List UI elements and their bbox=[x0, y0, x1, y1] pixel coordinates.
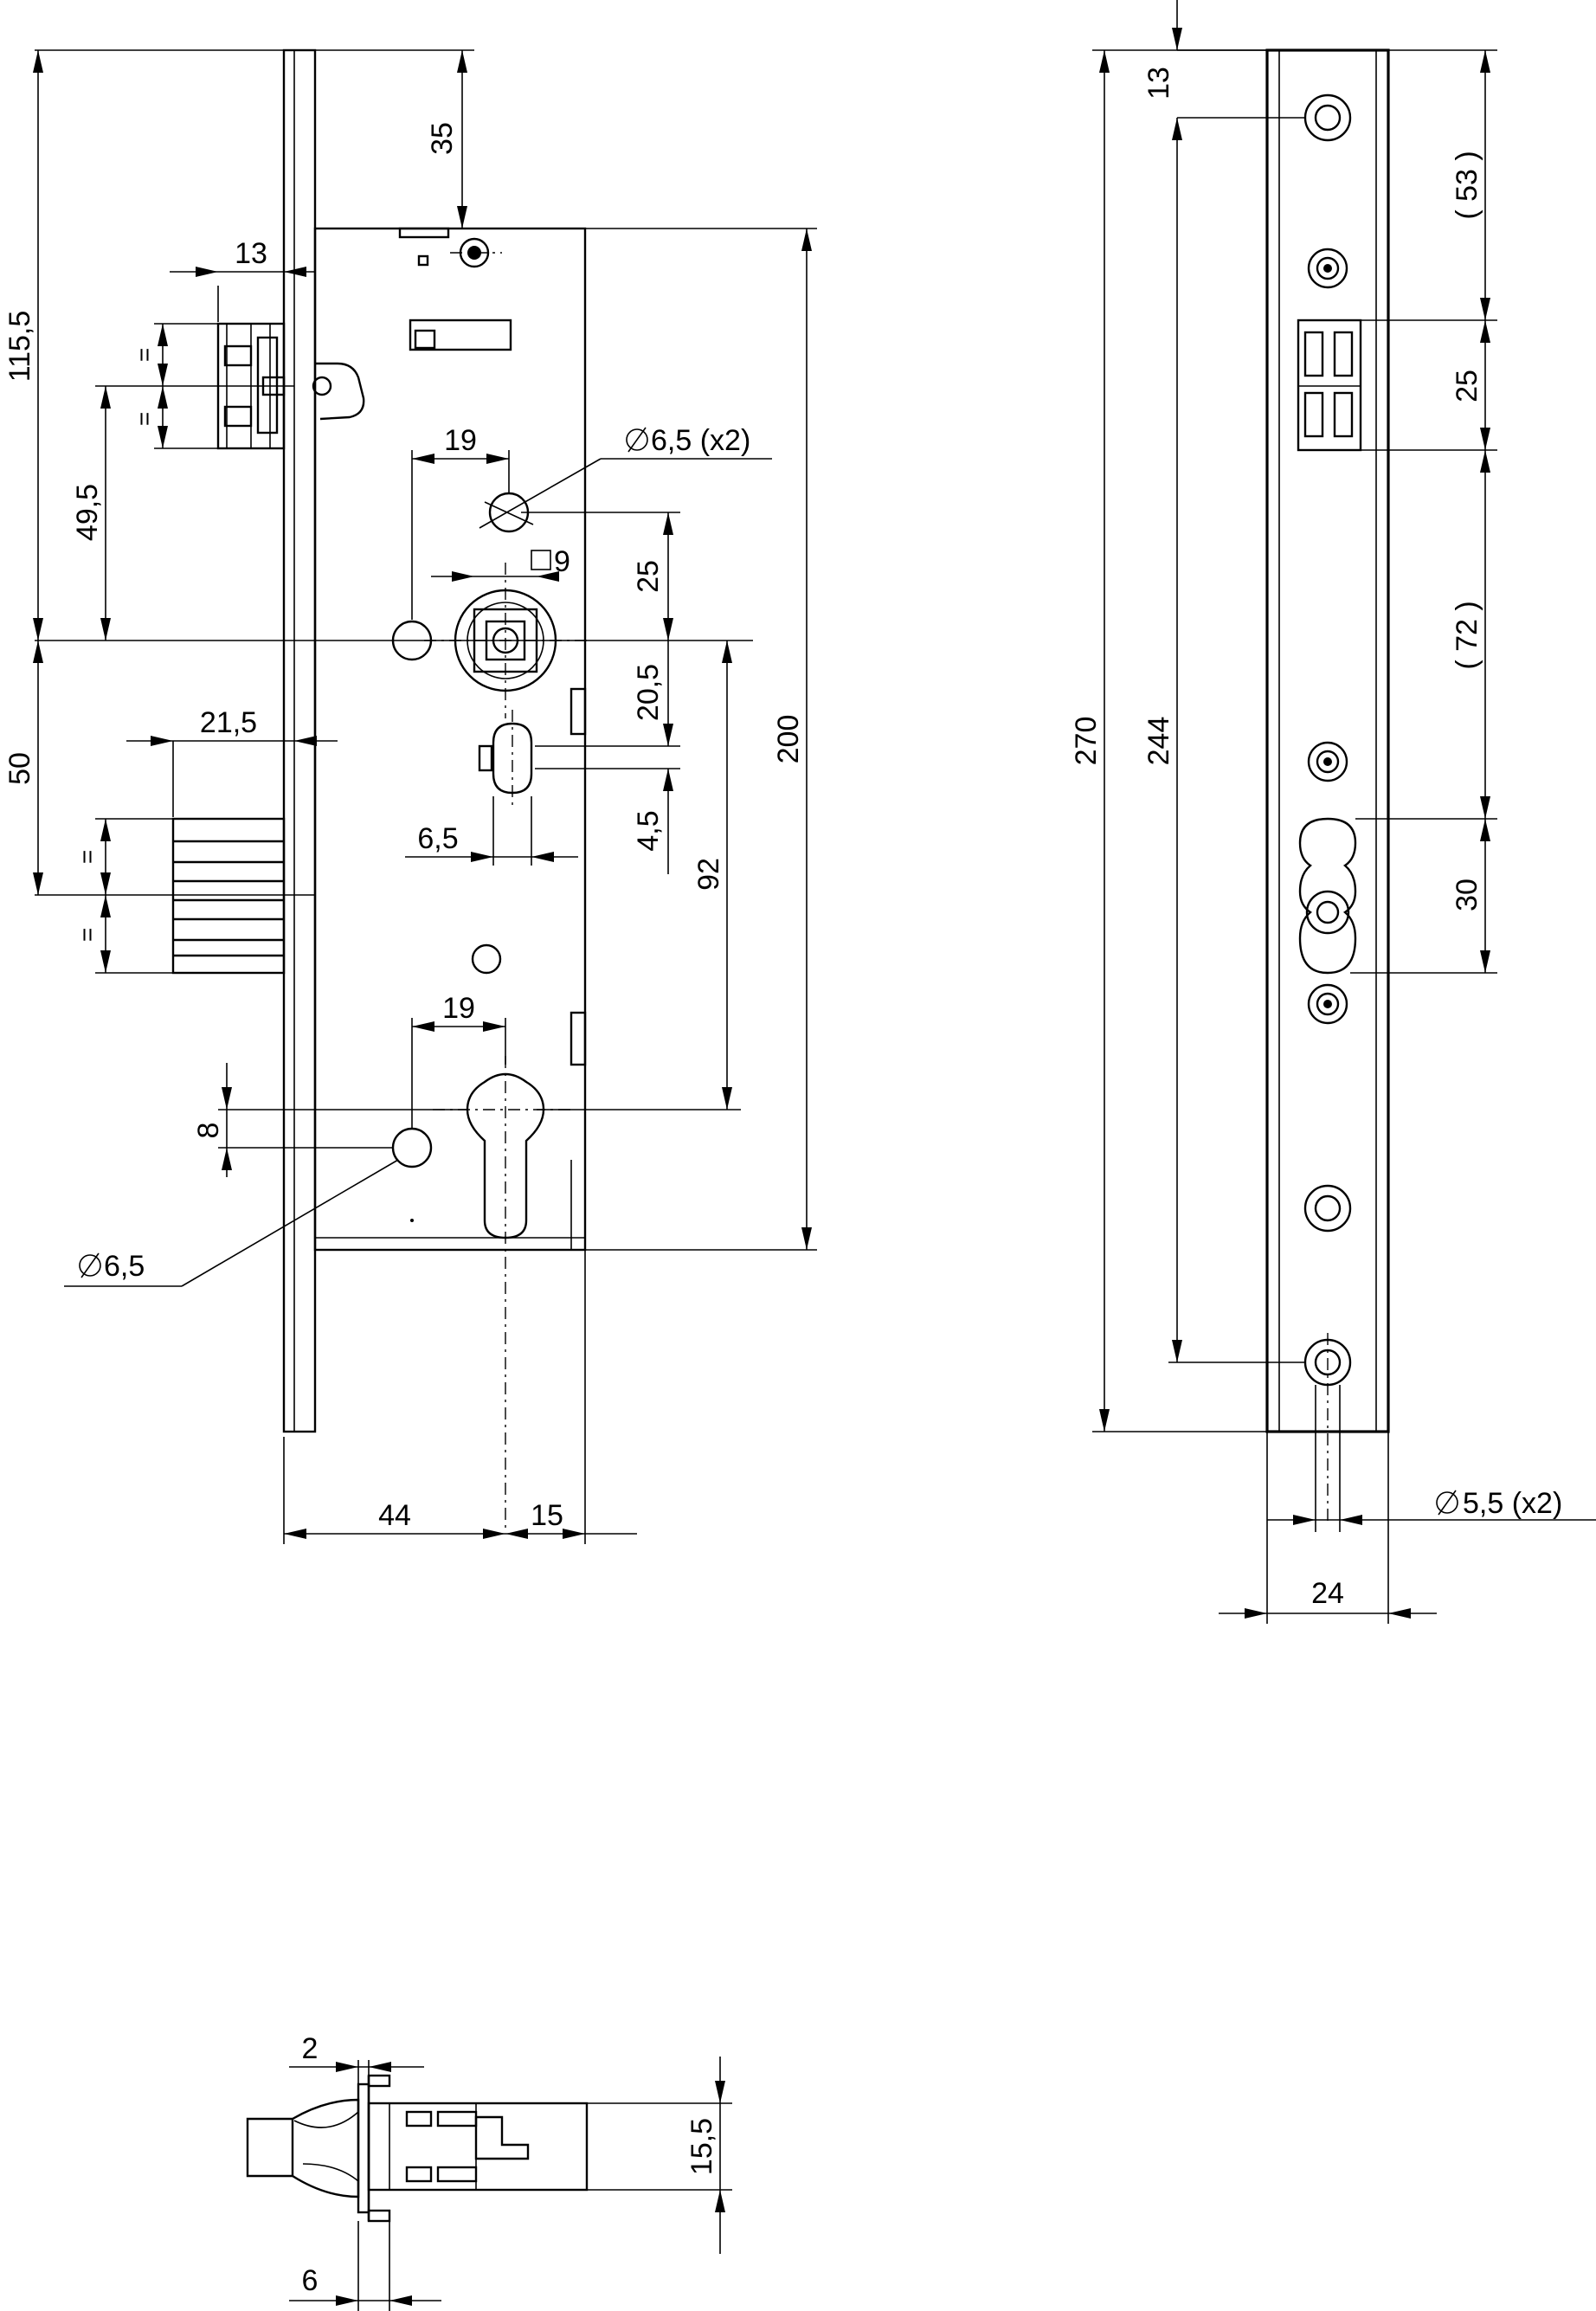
faceplate-screw-4 bbox=[1307, 983, 1348, 1025]
faceplate-screw-5 bbox=[1303, 1184, 1352, 1233]
dim-25-faceplate: 25 bbox=[1451, 370, 1483, 402]
dim-19-top: 19 bbox=[444, 424, 477, 457]
faceplate-bolt-opening bbox=[1298, 817, 1357, 975]
dim-eq-2: = bbox=[131, 412, 158, 426]
faceplate-view: 13 270 244 ( 53 ) 25 ( 72 ) 30 bbox=[1070, 0, 1596, 1624]
faceplate-screw-3 bbox=[1307, 741, 1348, 782]
dim-92: 92 bbox=[692, 858, 725, 891]
dim-sq-9: 9 bbox=[554, 545, 570, 578]
latch-top-view: 2 15,5 6 bbox=[246, 2032, 732, 2311]
cylinder-profile bbox=[466, 1072, 545, 1239]
dim-50: 50 bbox=[3, 752, 36, 785]
dim-eq-4: = bbox=[74, 928, 100, 942]
dim-44: 44 bbox=[378, 1499, 411, 1532]
dim-dia-6-5-x2: 6,5 (x2) bbox=[651, 424, 750, 457]
dim-19-bottom: 19 bbox=[442, 992, 475, 1025]
lock-case-body bbox=[313, 227, 587, 1252]
dim-15-5: 15,5 bbox=[685, 2118, 718, 2175]
dim-30: 30 bbox=[1451, 879, 1483, 911]
dim-20-5: 20,5 bbox=[632, 664, 665, 721]
dim-49-5: 49,5 bbox=[71, 484, 104, 541]
faceplate-screw-2 bbox=[1307, 248, 1348, 289]
fixing-hole-lower bbox=[391, 1127, 433, 1168]
dim-13-latch: 13 bbox=[235, 237, 267, 270]
dim-244: 244 bbox=[1142, 717, 1175, 766]
dim-35: 35 bbox=[426, 122, 459, 155]
dead-bolt bbox=[171, 817, 286, 975]
dim-6: 6 bbox=[302, 2264, 319, 2297]
dim-eq-1: = bbox=[131, 348, 158, 362]
dim-6-5: 6,5 bbox=[417, 822, 458, 855]
dim-15: 15 bbox=[531, 1499, 563, 1532]
dim-21-5: 21,5 bbox=[200, 706, 257, 739]
faceplate-latch-opening bbox=[1297, 319, 1362, 452]
dim-200: 200 bbox=[772, 715, 805, 764]
front-view: 115,5 35 13 = = 49,5 19 bbox=[3, 48, 817, 1544]
dim-2: 2 bbox=[302, 2032, 319, 2065]
dim-13-faceplate: 13 bbox=[1142, 67, 1175, 100]
faceplate-screw-1 bbox=[1303, 93, 1352, 142]
dim-53: ( 53 ) bbox=[1451, 151, 1483, 219]
dim-dia-6-5: 6,5 bbox=[104, 1250, 145, 1283]
dim-270: 270 bbox=[1070, 717, 1103, 766]
faceplate bbox=[1265, 48, 1390, 1433]
dim-115-5: 115,5 bbox=[3, 311, 36, 383]
dim-8: 8 bbox=[192, 1123, 225, 1139]
dim-72: ( 72 ) bbox=[1451, 601, 1483, 669]
dim-24: 24 bbox=[1311, 1577, 1344, 1610]
dim-25: 25 bbox=[632, 560, 665, 593]
dim-4-5: 4,5 bbox=[632, 810, 665, 851]
dim-dia-5-5-x2: 5,5 (x2) bbox=[1463, 1487, 1562, 1520]
dim-eq-3: = bbox=[74, 850, 100, 864]
